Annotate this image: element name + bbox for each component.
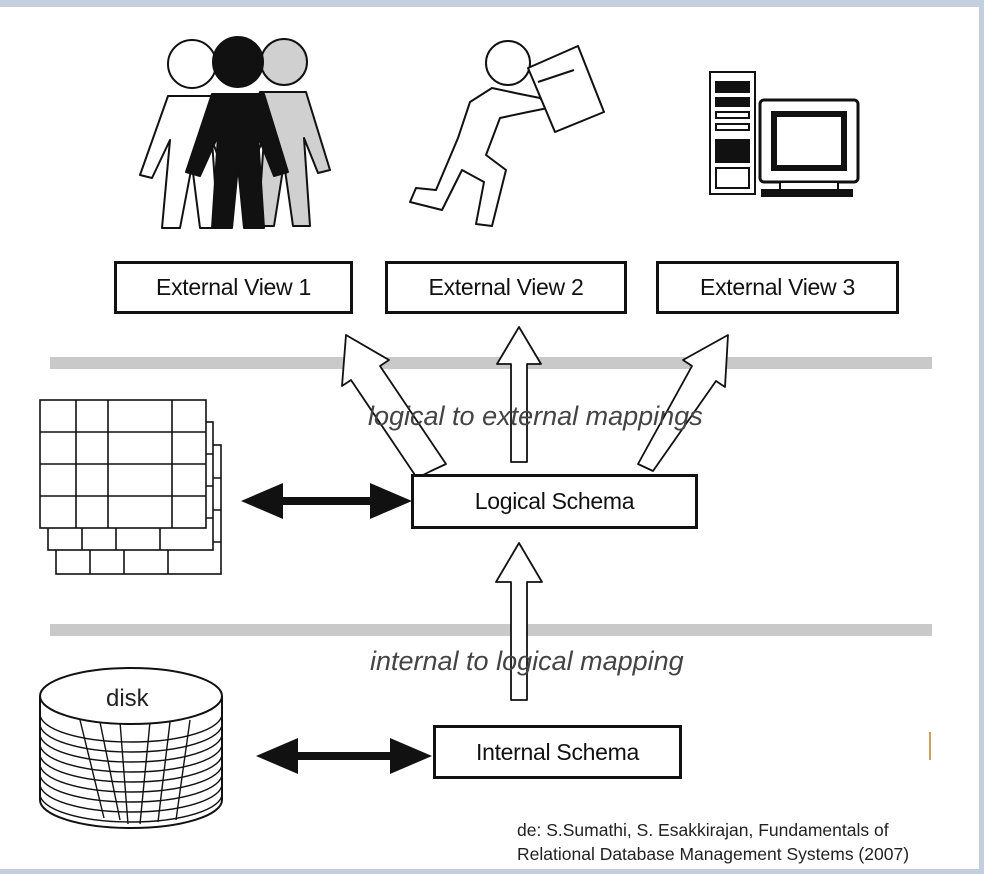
people-group-icon [139,36,331,229]
internal-to-logical-label: internal to logical mapping [370,646,684,676]
separator-band-top [50,357,932,369]
source-credit: de: S.Sumathi, S. Esakkirajan, Fundament… [517,818,909,866]
external-view-2-label: External View 2 [428,274,584,300]
disk-label: disk [106,685,149,712]
double-arrows [241,483,432,774]
external-view-1-box: External View 1 [114,261,353,314]
logical-schema-label: Logical Schema [474,488,635,514]
external-view-1-label: External View 1 [156,274,311,300]
internal-schema-box: Internal Schema [433,725,682,779]
logical-to-external-label: logical to external mappings [368,401,703,431]
external-view-3-box: External View 3 [656,261,899,314]
person-carrying-document-icon [409,40,605,227]
credit-line-2: Relational Database Management Systems (… [517,844,910,864]
disk-stack-icon [39,667,223,829]
logical-schema-box: Logical Schema [411,474,698,529]
external-view-3-label: External View 3 [700,274,855,300]
credit-line-1: de: S.Sumathi, S. Esakkirajan, Fundament… [517,820,889,840]
desktop-computer-icon [709,71,860,197]
mapping-arrows-logical-to-external [341,326,729,701]
separator-band-bottom [50,624,932,636]
table-stack-icon [39,399,222,575]
internal-schema-label: Internal Schema [476,738,639,765]
external-view-2-box: External View 2 [385,261,627,314]
